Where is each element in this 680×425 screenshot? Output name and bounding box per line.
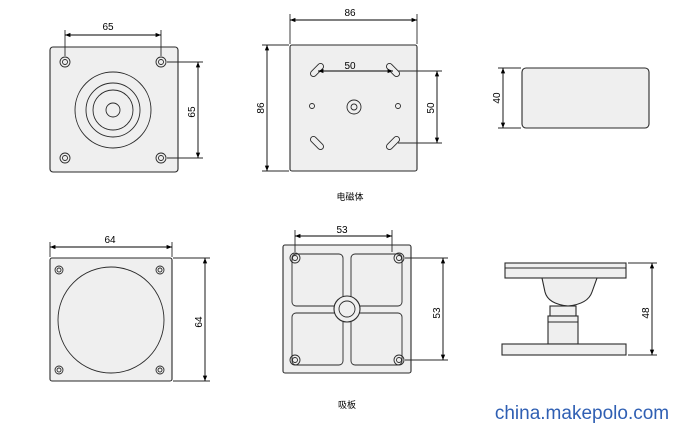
caption-electromagnet: 电磁体 xyxy=(336,191,363,203)
suction-plate-side-view xyxy=(501,262,657,356)
caption-suction-plate: 吸板 xyxy=(338,399,356,411)
dim-label: 50 xyxy=(344,61,356,72)
dim-label: 64 xyxy=(104,235,116,246)
dim-label: 48 xyxy=(641,307,652,319)
dim-label: 40 xyxy=(492,92,503,104)
dim-label: 64 xyxy=(194,316,205,328)
electromagnet-face-view xyxy=(49,30,203,173)
dim-label: 50 xyxy=(426,102,437,114)
watermark: china.makepolo.com xyxy=(495,403,669,424)
electromagnet-mounting-view xyxy=(262,14,442,172)
suction-plate-back-view xyxy=(282,230,448,374)
dim-label: 65 xyxy=(187,106,198,118)
dim-label: 86 xyxy=(344,8,356,19)
dim-label: 53 xyxy=(336,225,348,236)
suction-plate-face-view xyxy=(49,242,210,382)
electromagnet-side-view xyxy=(498,67,650,129)
dim-label: 65 xyxy=(102,22,114,33)
dim-label: 53 xyxy=(432,307,443,319)
dim-label: 86 xyxy=(256,102,267,114)
